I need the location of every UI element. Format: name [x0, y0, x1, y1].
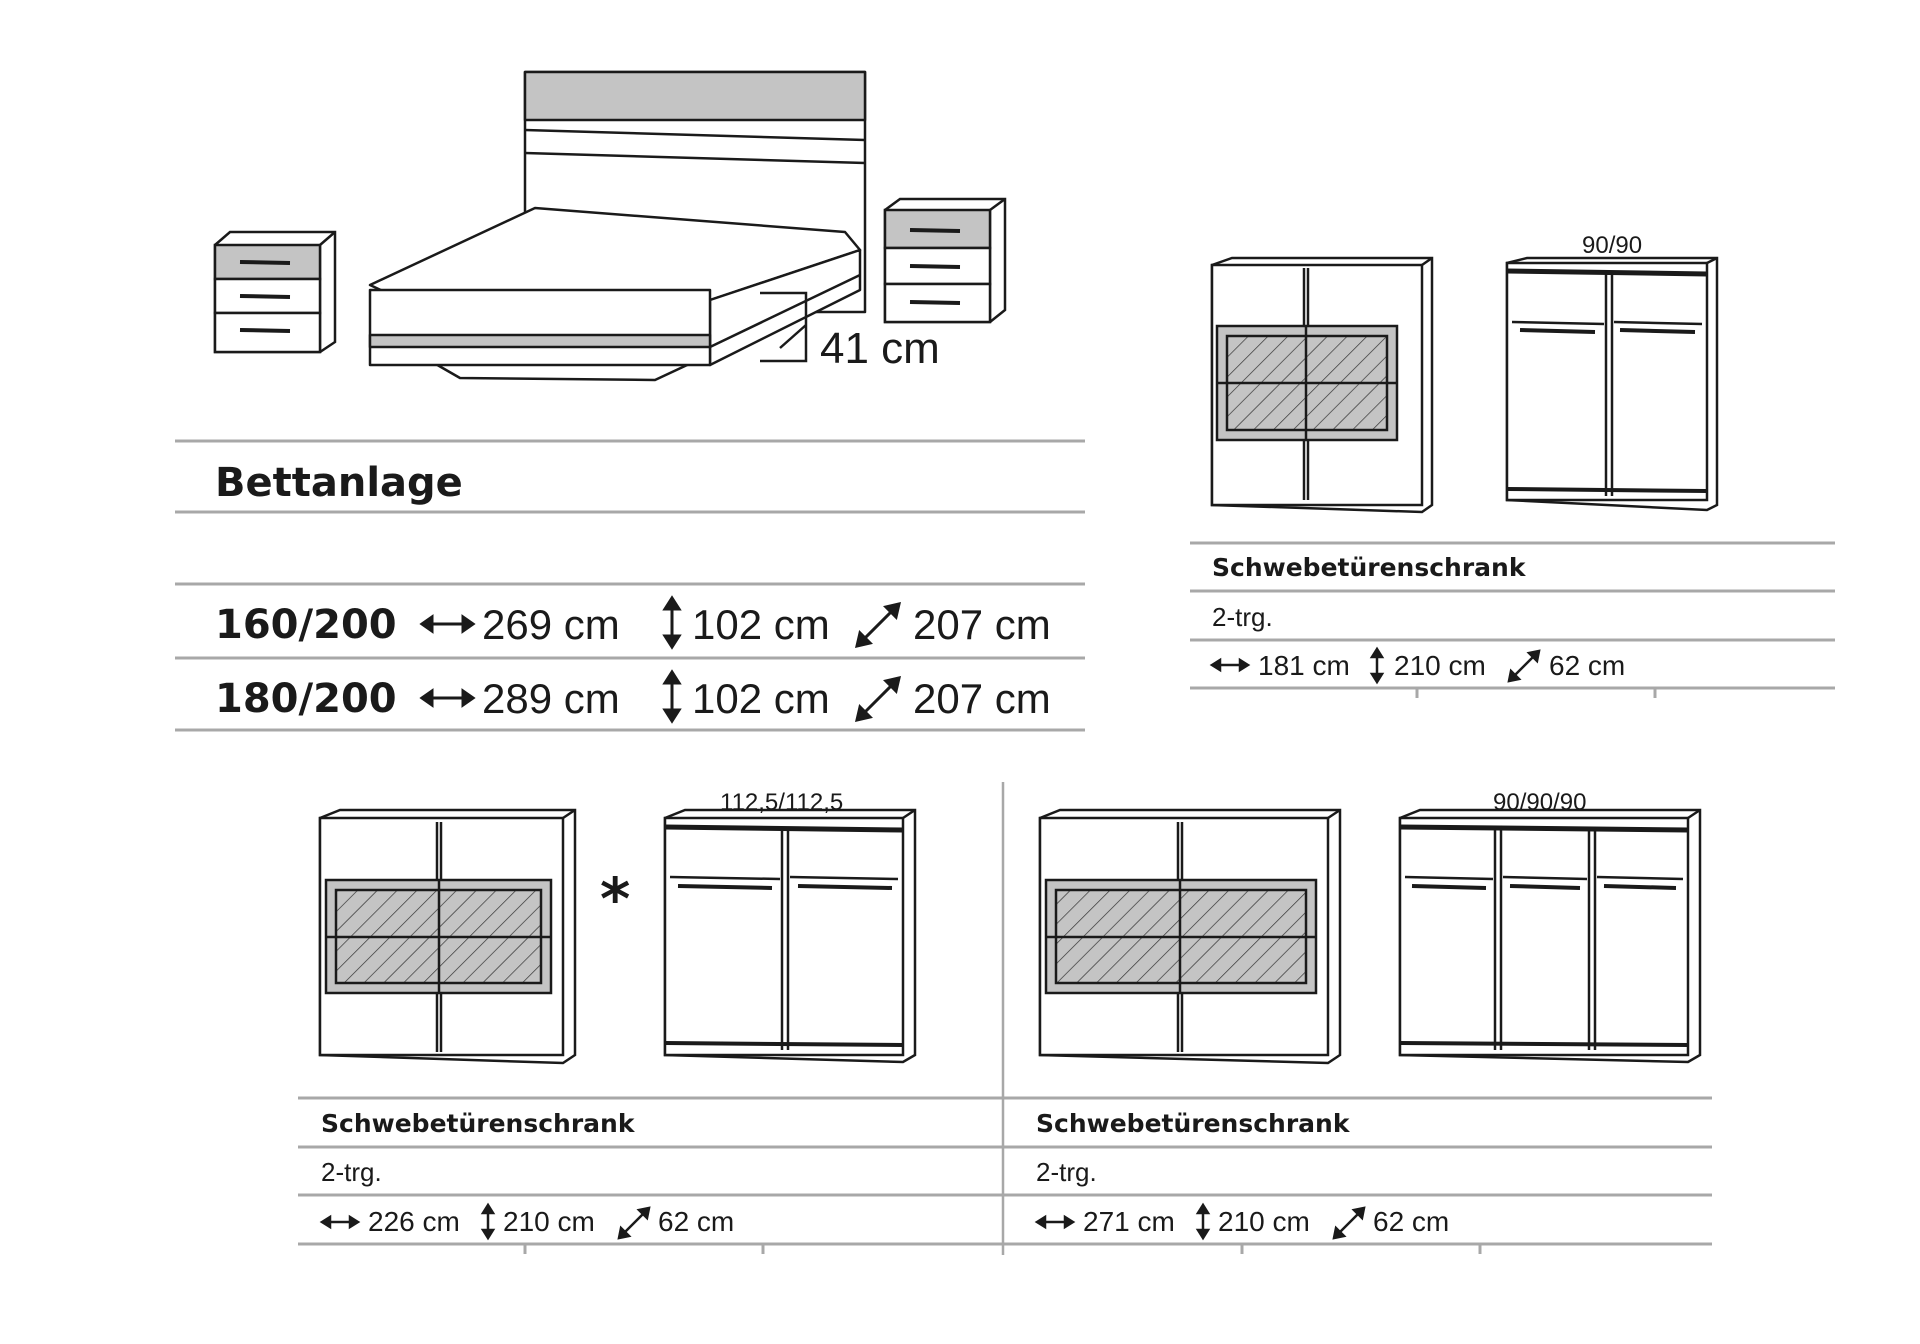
cabinet-3-dimension-icons: [1034, 1202, 1366, 1241]
cabinet-1-dimension-icons: [1209, 646, 1541, 685]
bed-drawing: [368, 70, 867, 382]
bed-width-160: 269 cm: [482, 601, 620, 648]
cabinet-2-table-rules: [298, 1096, 1002, 1254]
cabinet-2-closed-drawing: [318, 808, 577, 1065]
cabinet-2-open-drawing: [663, 808, 917, 1064]
bed-title: Bettanlage: [215, 460, 463, 506]
cabinet-2-height: 210 cm: [503, 1206, 595, 1237]
cabinet-1-closed-drawing: [1210, 256, 1434, 514]
cabinet-2-interior-widths: 112,5/112,5: [720, 789, 844, 816]
bed-height-dimension: [760, 291, 808, 363]
cabinet-1-open-drawing: [1505, 256, 1719, 512]
bed-size-160: 160/200: [215, 602, 397, 648]
cabinet-1-doors: 2-trg.: [1212, 602, 1273, 632]
nightstand-left: [213, 230, 337, 354]
cabinet-3-depth: 62 cm: [1373, 1206, 1450, 1237]
cabinet-2-title: Schwebetürenschrank: [321, 1109, 635, 1138]
cabinet-2-depth: 62 cm: [658, 1206, 735, 1237]
cabinet-2-dimension-icons: [319, 1202, 651, 1241]
cabinet-3-width: 271 cm: [1083, 1206, 1175, 1237]
cabinet-1-title: Schwebetürenschrank: [1212, 553, 1526, 582]
bed-dimension-icons-row-1: [419, 595, 902, 650]
nightstand-right: [883, 197, 1007, 324]
cabinet-2-width: 226 cm: [368, 1206, 460, 1237]
cabinet-3-title: Schwebetürenschrank: [1036, 1109, 1350, 1138]
cabinet-1-interior-widths: 90/90: [1582, 232, 1643, 259]
cabinet-3-open-drawing: [1398, 808, 1702, 1064]
cabinet-2-doors: 2-trg.: [321, 1157, 382, 1187]
bed-height-160: 102 cm: [692, 601, 830, 648]
cabinet-1-table-rules: [1190, 541, 1835, 698]
cabinet-1-depth: 62 cm: [1549, 650, 1626, 681]
bed-height-180: 102 cm: [692, 675, 830, 722]
bed-depth-180: 207 cm: [913, 675, 1051, 722]
bed-width-180: 289 cm: [482, 675, 620, 722]
cabinet-3-table-rules: [1003, 1096, 1712, 1254]
cabinet-3-closed-drawing: [1038, 808, 1342, 1065]
bed-table-rules: [175, 439, 1085, 732]
bed-depth-160: 207 cm: [913, 601, 1051, 648]
cabinet-2-asterisk-marker: *: [600, 865, 631, 933]
bed-dimension-icons-row-2: [419, 669, 902, 724]
cabinet-3-height: 210 cm: [1218, 1206, 1310, 1237]
cabinet-1-width: 181 cm: [1258, 650, 1350, 681]
cabinet-1-height: 210 cm: [1394, 650, 1486, 681]
cabinet-3-interior-widths: 90/90/90: [1493, 789, 1587, 816]
bed-height-label: 41 cm: [820, 324, 940, 373]
bed-size-180: 180/200: [215, 676, 397, 722]
cabinet-3-doors: 2-trg.: [1036, 1157, 1097, 1187]
